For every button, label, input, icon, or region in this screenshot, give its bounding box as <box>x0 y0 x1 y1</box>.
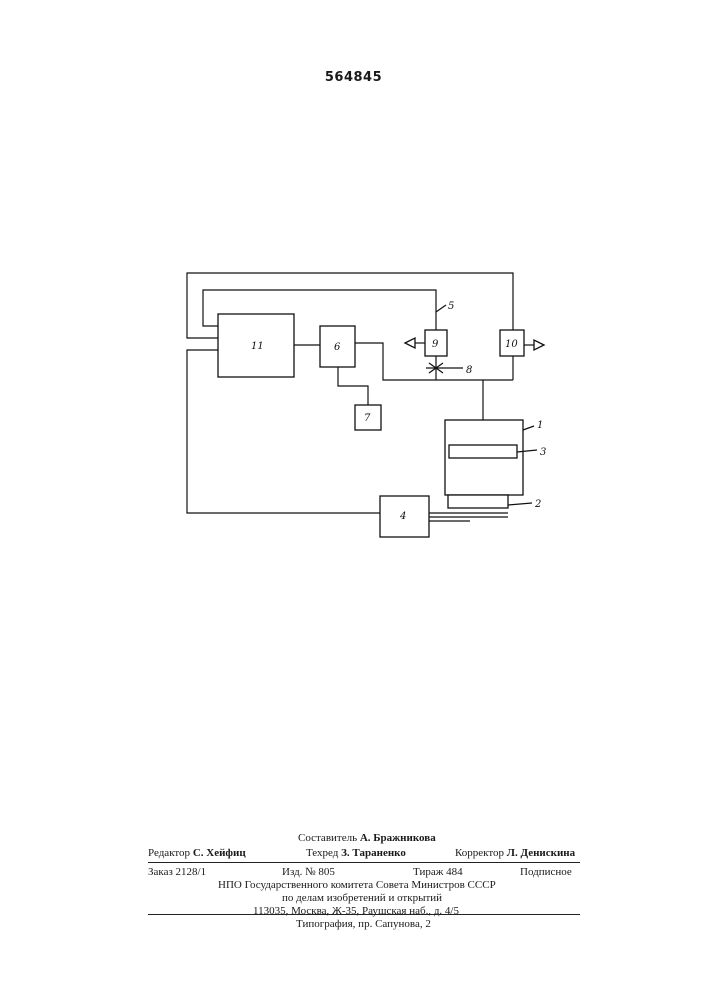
imprint-block: Составитель А. Бражникова Редактор С. Хе… <box>148 0 580 1000</box>
editor-line: Редактор С. Хейфиц <box>148 847 246 859</box>
subscription: Подписное <box>520 866 572 878</box>
order-number: Заказ 2128/1 <box>148 866 206 878</box>
printer-line: Типография, пр. Сапунова, 2 <box>296 918 431 930</box>
edition-number: Изд. № 805 <box>282 866 335 878</box>
print-run: Тираж 484 <box>413 866 463 878</box>
org-line-2: по делам изобретений и открытий <box>282 892 442 904</box>
address-line: 113035, Москва, Ж-35, Раушская наб., д. … <box>253 905 459 917</box>
org-line-1: НПО Государственного комитета Совета Мин… <box>218 879 496 891</box>
rule-bottom <box>148 914 580 915</box>
corrector-line: Корректор Л. Денискина <box>455 847 575 859</box>
techred-line: Техред З. Тараненко <box>306 847 406 859</box>
rule-top <box>148 862 580 863</box>
composer-line: Составитель А. Бражникова <box>298 832 436 844</box>
